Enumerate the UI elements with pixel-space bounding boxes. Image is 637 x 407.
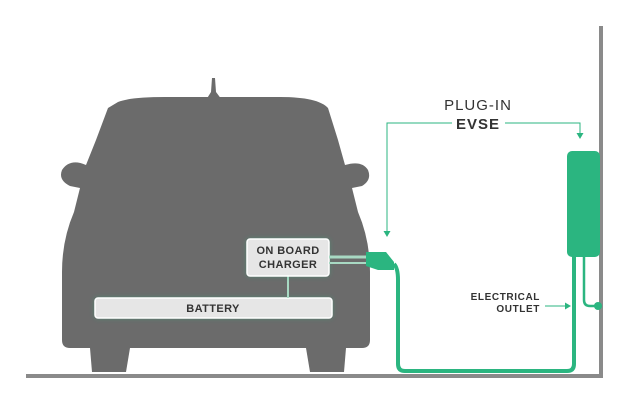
plug-in-label: PLUG-IN bbox=[444, 97, 512, 114]
battery-label: BATTERY bbox=[186, 303, 240, 315]
evse-unit bbox=[567, 151, 600, 257]
on-board-charger-label-line2: CHARGER bbox=[259, 259, 317, 271]
electrical-outlet bbox=[594, 302, 602, 310]
plug-connector bbox=[366, 252, 394, 270]
charging-cable bbox=[392, 255, 576, 373]
outlet-cord bbox=[582, 256, 598, 308]
arrow-head-plug bbox=[383, 231, 391, 237]
on-board-charger-box: ON BOARD CHARGER bbox=[246, 238, 330, 277]
ground-line bbox=[26, 374, 603, 378]
car-silhouette bbox=[61, 78, 370, 372]
evse-bracket-arrows bbox=[386, 122, 581, 232]
battery-box: BATTERY bbox=[94, 297, 333, 319]
electrical-outlet-label-line1: ELECTRICAL bbox=[471, 292, 540, 303]
wall bbox=[599, 26, 603, 378]
on-board-charger-label-line1: ON BOARD bbox=[256, 245, 319, 257]
arrow-head-evse bbox=[576, 133, 584, 139]
evse-label: EVSE bbox=[456, 116, 500, 133]
electrical-outlet-label-line2: OUTLET bbox=[496, 304, 540, 315]
arrow-head-outlet bbox=[565, 302, 571, 310]
